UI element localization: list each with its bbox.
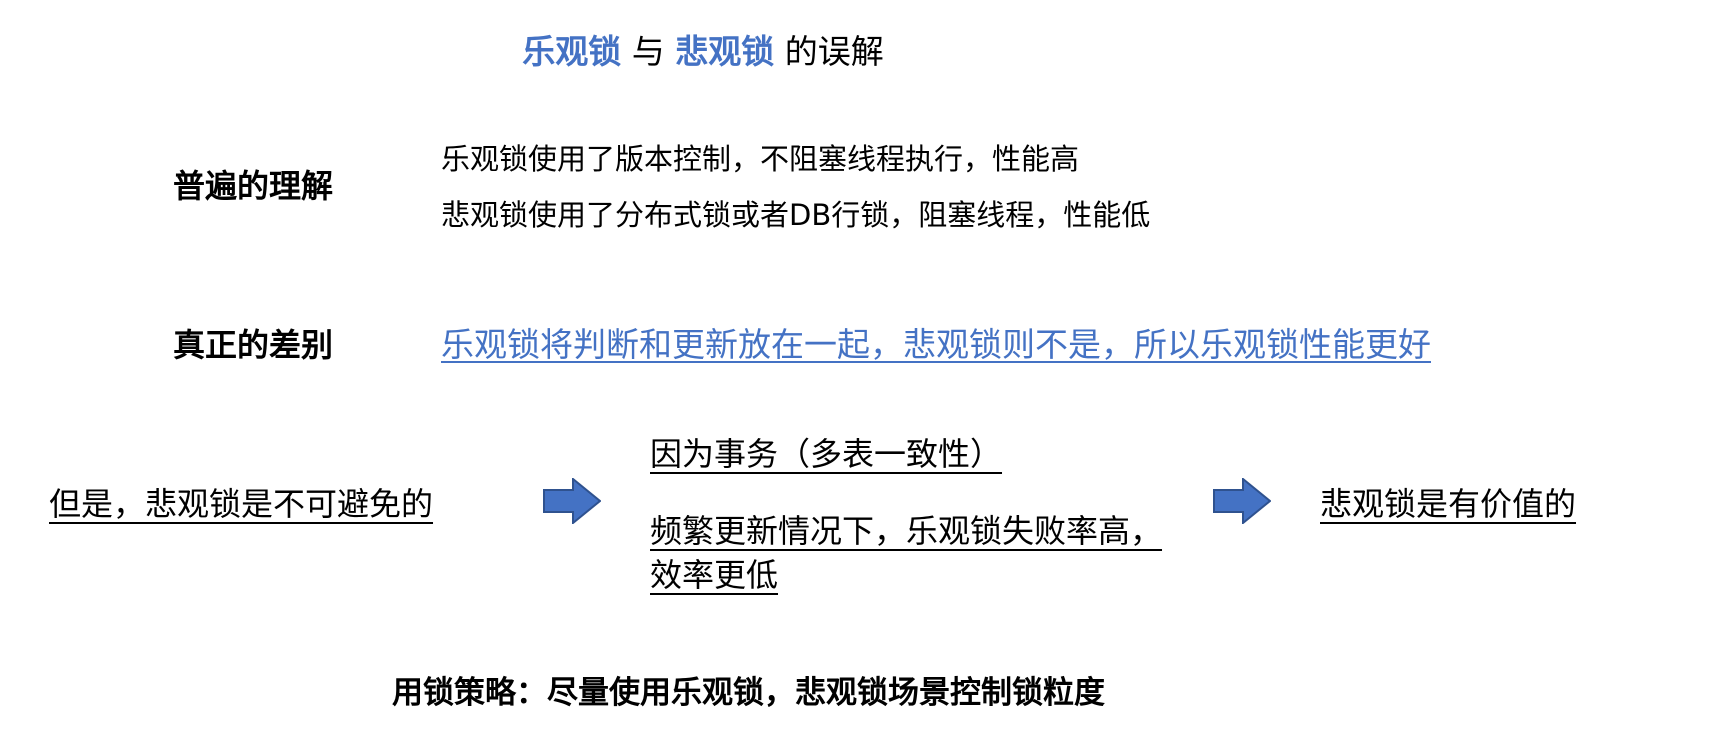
title-pessimistic-lock: 悲观锁: [675, 32, 775, 71]
arrow-right-icon: [543, 478, 601, 524]
title-suffix: 的误解: [784, 32, 884, 71]
common-understanding-line-1: 乐观锁使用了版本控制，不阻塞线程执行，性能高: [441, 142, 1080, 176]
real-difference-label: 真正的差别: [173, 326, 334, 364]
arrow-right-icon: [1213, 478, 1271, 524]
flow-reason-2: 频繁更新情况下，乐观锁失败率高，效率更低: [650, 512, 1163, 594]
title-join: 与: [631, 32, 665, 71]
real-difference-text: 乐观锁将判断和更新放在一起，悲观锁则不是，所以乐观锁性能更好: [441, 325, 1431, 364]
page-title: 乐观锁 与 悲观锁 的误解: [0, 30, 1561, 74]
lock-strategy-text: 用锁策略：尽量使用乐观锁，悲观锁场景控制锁粒度: [392, 675, 1105, 711]
flow-left-text: 但是，悲观锁是不可避免的: [49, 485, 434, 523]
flow-reason-1: 因为事务（多表一致性）: [650, 435, 1003, 473]
common-understanding-label: 普遍的理解: [173, 167, 334, 205]
title-optimistic-lock: 乐观锁: [522, 32, 622, 71]
flow-right-text: 悲观锁是有价值的: [1320, 485, 1577, 523]
common-understanding-line-2: 悲观锁使用了分布式锁或者DB行锁，阻塞线程，性能低: [441, 198, 1151, 232]
